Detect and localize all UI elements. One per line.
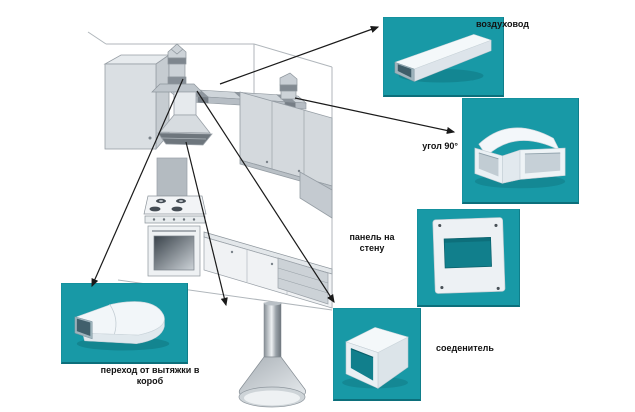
upper-cabinets: [239, 91, 333, 219]
stove: [143, 195, 207, 277]
component-box-connector: [333, 308, 421, 401]
component-box-wall-panel: [417, 209, 520, 307]
wall-panel-label-line2: стену: [359, 243, 385, 253]
elbow-label: угол 90°: [422, 141, 458, 151]
base-cabinets: [203, 231, 333, 309]
kitchen-illustration: [87, 31, 333, 311]
elbow-product-image: [474, 127, 566, 189]
transition-product-image: [74, 301, 170, 351]
component-box-duct: [383, 17, 504, 97]
component-box-elbow: [462, 98, 579, 204]
cooker-hood-image: [238, 301, 306, 408]
transition-label-line2: короб: [136, 376, 164, 386]
component-box-transition: [61, 283, 188, 364]
connector-product-image: [342, 327, 409, 389]
transition-label: переход от вытяжки в короб: [88, 365, 212, 387]
connector-label: соеденитель: [436, 343, 494, 353]
transition-label-line1: переход от вытяжки в: [100, 365, 200, 375]
wall-panel-label: панель на стену: [337, 232, 407, 254]
wall-panel-product-image: [432, 217, 506, 294]
duct-label: воздуховод: [476, 19, 529, 29]
duct-elbow-right: [279, 72, 298, 100]
duct-product-image: [394, 34, 492, 83]
wall-panel-label-line1: панель на: [349, 232, 395, 242]
backsplash: [156, 157, 188, 197]
